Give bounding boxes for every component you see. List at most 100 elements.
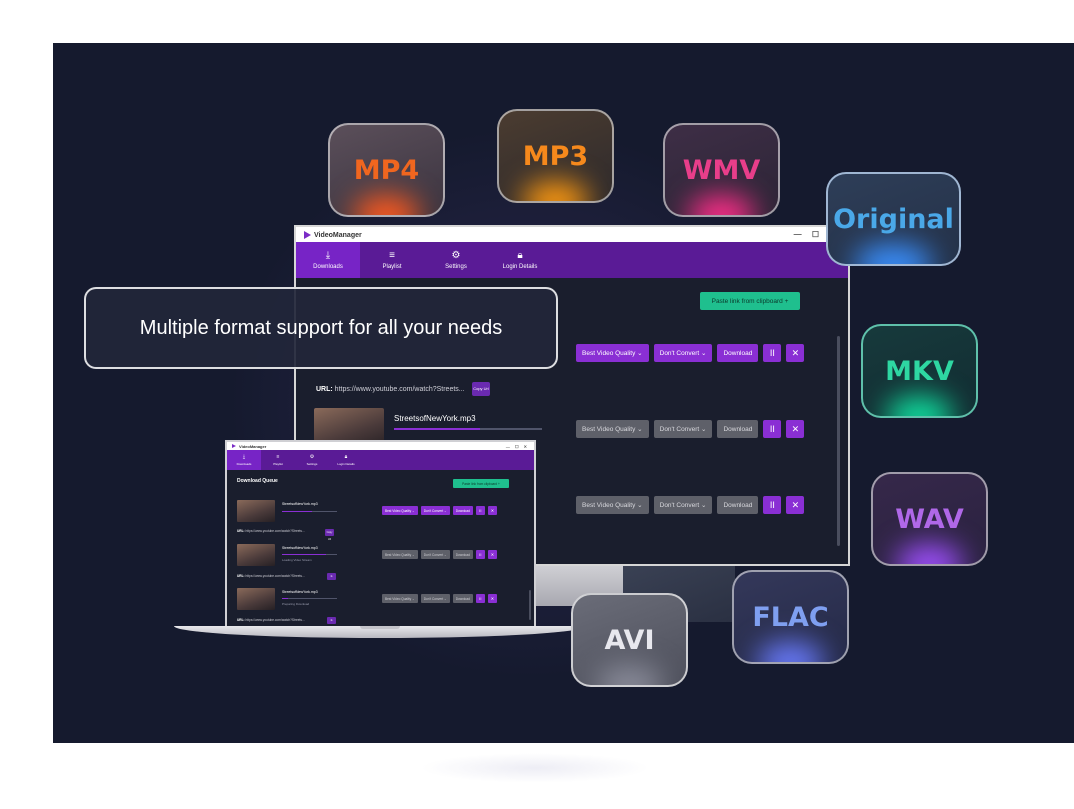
format-tile-avi: AVI [571, 593, 688, 687]
laptop-base [174, 626, 586, 638]
tab-settings[interactable]: ⚙Settings [306, 453, 318, 466]
progress-fill [282, 554, 326, 555]
window-controls[interactable]: — ☐ ✕ [793, 230, 840, 239]
format-tile-original: Original [826, 172, 961, 266]
tab-downloads[interactable]: ⤓Downloads [227, 450, 261, 470]
convert-select[interactable]: Don't Convert ⌄ [653, 420, 713, 438]
download-button[interactable]: Download [717, 344, 759, 362]
laptop-content: Download Queue Paste link from clipboard… [227, 470, 534, 627]
download-url: URL: https://www.youtube.com/watch?Stree… [237, 529, 305, 533]
progress-fill [394, 428, 480, 430]
row-controls: Best Video Quality ⌄ Don't Convert ⌄ Dow… [576, 420, 805, 438]
download-icon: ⤓ [325, 249, 331, 261]
copy-url-icon[interactable]: ⧉ [327, 617, 336, 624]
format-tile-wav: WAV [871, 472, 988, 566]
quality-select[interactable]: Best Video Quality ⌄ [576, 344, 649, 362]
download-button[interactable]: Download [717, 496, 759, 514]
row-controls: Best Video Quality ⌄ Don't Convert ⌄ Dow… [576, 496, 805, 514]
download-icon: ⤓ [242, 453, 246, 460]
file-name: StreetsofNewYork.mp3 [282, 590, 318, 594]
copy-url-icon[interactable]: ⧉ [327, 573, 336, 580]
download-button[interactable]: Download [717, 420, 759, 438]
tab-login-details[interactable]: 🔒︎Login Details [337, 453, 355, 466]
lock-icon: 🔒︎ [344, 453, 348, 460]
cancel-button[interactable]: ✕ [487, 506, 497, 515]
quality-select[interactable]: Best Video Quality ⌄ [382, 506, 418, 515]
lock-icon: 🔒︎ [517, 249, 523, 261]
pause-button[interactable]: II [475, 550, 485, 559]
laptop-titlebar: VideoManager — ☐ ✕ [227, 442, 534, 450]
quality-select[interactable]: Best Video Quality ⌄ [382, 594, 418, 603]
tab-playlist[interactable]: ≡Playlist [382, 249, 402, 270]
format-tile-mp3: MP3 [497, 109, 614, 203]
laptop-screen: VideoManager — ☐ ✕ ⤓Downloads ≡Playlist … [225, 440, 536, 629]
copy-url-button[interactable]: Copy Url [325, 529, 334, 541]
gear-icon: ⚙ [451, 249, 461, 261]
video-thumbnail [237, 500, 275, 522]
cancel-button[interactable]: ✕ [487, 550, 497, 559]
convert-select[interactable]: Don't Convert ⌄ [653, 496, 713, 514]
quality-select[interactable]: Best Video Quality ⌄ [576, 420, 649, 438]
download-button[interactable]: Download [452, 550, 473, 559]
tab-downloads[interactable]: ⤓Downloads [296, 242, 360, 278]
scrollbar[interactable] [837, 336, 840, 546]
download-url: URL: https://www.youtube.com/watch?Stree… [237, 574, 305, 578]
progress-bar [282, 511, 337, 512]
download-url: URL: https://www.youtube.com/watch?Stree… [237, 618, 305, 622]
cancel-button[interactable]: ✕ [487, 594, 497, 603]
window-controls[interactable]: — ☐ ✕ [505, 443, 529, 449]
quality-select[interactable]: Best Video Quality ⌄ [382, 550, 418, 559]
tab-settings[interactable]: ⚙Settings [445, 249, 467, 270]
pause-button[interactable]: II [763, 344, 782, 362]
paste-link-button[interactable]: Paste link from clipboard + [700, 292, 800, 310]
monitor-titlebar: VideoManager — ☐ ✕ [296, 227, 848, 242]
progress-bar [282, 554, 337, 555]
download-button[interactable]: Download [452, 506, 473, 515]
progress-fill [282, 511, 313, 512]
tab-login-details[interactable]: 🔒︎Login Details [502, 249, 538, 270]
progress-bar [394, 428, 542, 430]
logo-icon [232, 444, 236, 449]
scrollbar[interactable] [529, 590, 531, 620]
pause-button[interactable]: II [763, 496, 782, 514]
format-tile-wmv: WMV [663, 123, 780, 217]
file-name: StreetsofNewYork.mp3 [282, 546, 318, 550]
cancel-button[interactable]: ✕ [786, 420, 805, 438]
copy-url-button[interactable]: Copy Url [472, 382, 490, 396]
format-tile-mp4: MP4 [328, 123, 445, 217]
feature-callout: Multiple format support for all your nee… [84, 287, 558, 369]
progress-fill [282, 598, 288, 599]
file-name: StreetsofNewYork.mp3 [282, 502, 318, 506]
convert-select[interactable]: Don't Convert ⌄ [653, 344, 713, 362]
floor-reflection [420, 753, 650, 783]
tab-playlist[interactable]: ≡Playlist [273, 453, 283, 466]
app-logo: VideoManager [304, 230, 362, 239]
pause-button[interactable]: II [475, 594, 485, 603]
quality-select[interactable]: Best Video Quality ⌄ [576, 496, 649, 514]
pause-button[interactable]: II [475, 506, 485, 515]
pause-button[interactable]: II [763, 420, 782, 438]
row-controls: Best Video Quality ⌄ Don't Convert ⌄ Dow… [382, 594, 497, 603]
laptop-notch [360, 626, 400, 629]
monitor-nav: ⤓Downloads ≡Playlist ⚙Settings 🔒︎Login D… [296, 242, 848, 278]
video-thumbnail [237, 588, 275, 610]
playlist-icon: ≡ [276, 453, 280, 460]
row-controls: Best Video Quality ⌄ Don't Convert ⌄ Dow… [576, 344, 805, 362]
desktop-monitor: VideoManager — ☐ ✕ ⤓Downloads ≡Playlist … [294, 225, 850, 566]
convert-select[interactable]: Don't Convert ⌄ [420, 506, 450, 515]
paste-link-button[interactable]: Paste link from clipboard + [453, 479, 509, 488]
download-status: Loading Video Stream [282, 558, 312, 562]
cancel-button[interactable]: ✕ [786, 496, 805, 514]
convert-select[interactable]: Don't Convert ⌄ [420, 550, 450, 559]
format-tile-mkv: MKV [861, 324, 978, 418]
download-button[interactable]: Download [452, 594, 473, 603]
row-controls: Best Video Quality ⌄ Don't Convert ⌄ Dow… [382, 550, 497, 559]
convert-select[interactable]: Don't Convert ⌄ [420, 594, 450, 603]
download-queue-title: Download Queue [237, 478, 278, 484]
file-name: StreetsofNewYork.mp3 [394, 414, 476, 423]
gear-icon: ⚙ [309, 453, 315, 460]
cancel-button[interactable]: ✕ [786, 344, 805, 362]
progress-bar [282, 598, 337, 599]
laptop-nav: ⤓Downloads ≡Playlist ⚙Settings 🔒︎Login D… [227, 450, 534, 470]
video-thumbnail [237, 544, 275, 566]
